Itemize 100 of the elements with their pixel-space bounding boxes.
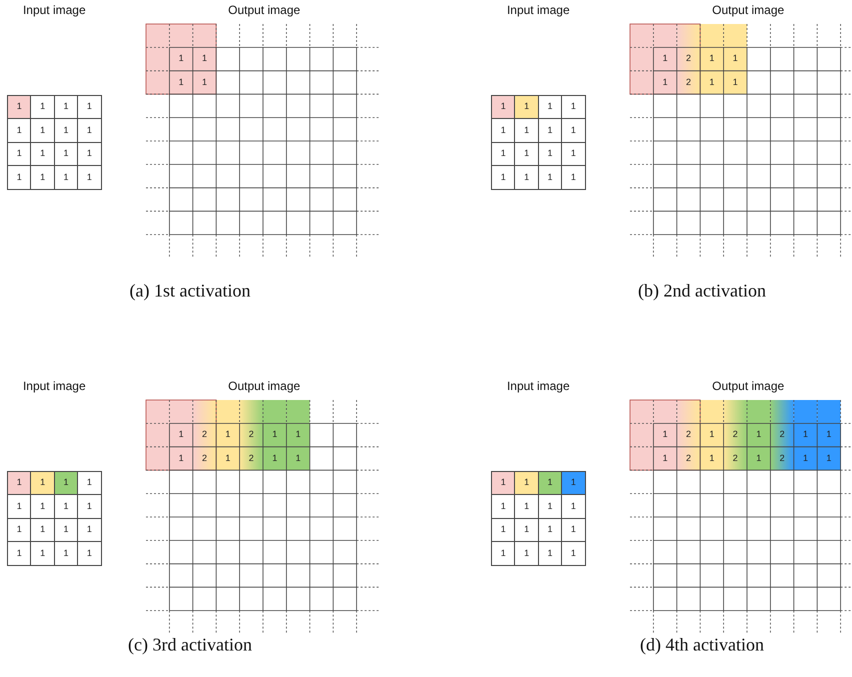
- cell-value: 1: [755, 428, 762, 442]
- matrix-cell: 1: [31, 142, 55, 166]
- cell-value: 1: [708, 76, 716, 89]
- matrix-cell: 1: [78, 518, 102, 542]
- matrix-cell: 1: [515, 472, 539, 496]
- matrix-cell: 1: [538, 166, 562, 190]
- cell-value: 1: [178, 452, 185, 465]
- matrix-cell: 1: [538, 119, 562, 143]
- cell-value: 1: [294, 428, 302, 442]
- matrix-cell: 1: [31, 119, 55, 143]
- grid-title: Input image: [506, 378, 570, 394]
- cell-value: 1: [802, 428, 809, 442]
- matrix-cell: 1: [515, 542, 539, 566]
- matrix-cell: 1: [562, 495, 586, 519]
- matrix-cell: 1: [8, 472, 32, 496]
- cell-value: 2: [684, 76, 692, 89]
- matrix-cell: 1: [31, 472, 55, 496]
- matrix-cell: 1: [538, 542, 562, 566]
- matrix-cell: 1: [54, 166, 78, 190]
- cell-value: 2: [732, 428, 739, 442]
- matrix-cell: 1: [562, 142, 586, 166]
- matrix-cell: 1: [492, 495, 516, 519]
- subfigure-caption: (a) 1st activation: [130, 280, 250, 302]
- matrix-cell: 1: [492, 119, 516, 143]
- cell-value: 1: [224, 428, 232, 442]
- matrix-cell: 1: [492, 542, 516, 566]
- matrix-cell: 1: [54, 119, 78, 143]
- subfigure-caption: (d) 4th activation: [640, 634, 764, 656]
- matrix-cell: 1: [54, 542, 78, 566]
- matrix-cell: 1: [538, 472, 562, 496]
- cell-value: 2: [248, 452, 255, 465]
- matrix-cell: 1: [31, 96, 55, 120]
- matrix-cell: 1: [78, 166, 102, 190]
- matrix-cell: 1: [492, 472, 516, 496]
- cell-value: 2: [684, 452, 692, 465]
- matrix-cell: 1: [515, 166, 539, 190]
- matrix-cell: 1: [31, 495, 55, 519]
- grid-title: Input image: [22, 2, 86, 18]
- matrix-cell: 1: [54, 96, 78, 120]
- cell-value: 1: [708, 52, 716, 66]
- matrix-cell: 1: [538, 142, 562, 166]
- cell-value: 1: [200, 76, 208, 89]
- cell-value: 1: [755, 452, 762, 465]
- grid-title: Input image: [506, 2, 570, 18]
- cell-value: 2: [200, 452, 208, 465]
- matrix-cell: 1: [8, 142, 32, 166]
- matrix-cell: 1: [515, 518, 539, 542]
- matrix-cell: 1: [78, 119, 102, 143]
- matrix-cell: 1: [78, 472, 102, 496]
- matrix-cell: 1: [54, 472, 78, 496]
- cell-value: 1: [662, 428, 669, 442]
- cell-value: 1: [825, 452, 832, 465]
- matrix-cell: 1: [562, 542, 586, 566]
- matrix-cell: 1: [515, 96, 539, 120]
- cell-value: 1: [732, 52, 739, 66]
- matrix-cell: 1: [562, 119, 586, 143]
- matrix-cell: 1: [562, 472, 586, 496]
- matrix-cell: 1: [562, 166, 586, 190]
- cell-value: 1: [200, 52, 208, 66]
- cell-value: 2: [684, 52, 692, 66]
- grid-title: Output image: [228, 378, 300, 394]
- grid-title: Output image: [228, 2, 300, 18]
- matrix-cell: 1: [54, 142, 78, 166]
- matrix-cell: 1: [492, 518, 516, 542]
- cell-value: 1: [178, 52, 185, 66]
- matrix-cell: 1: [31, 542, 55, 566]
- subfigure-caption: (c) 3rd activation: [128, 634, 252, 656]
- cell-value: 1: [662, 452, 669, 465]
- matrix-cell: 1: [8, 166, 32, 190]
- cell-value: 1: [825, 428, 832, 442]
- matrix-cell: 1: [492, 96, 516, 120]
- cell-value: 1: [708, 428, 716, 442]
- cell-value: 1: [271, 452, 278, 465]
- matrix-cell: 1: [8, 495, 32, 519]
- matrix-cell: 1: [562, 518, 586, 542]
- cell-value: 1: [662, 52, 669, 66]
- cell-value: 1: [732, 76, 739, 89]
- matrix-cell: 1: [492, 166, 516, 190]
- cell-value: 2: [778, 428, 786, 442]
- cell-value: 1: [178, 76, 185, 89]
- matrix-cell: 1: [8, 96, 32, 120]
- cell-value: 1: [271, 428, 278, 442]
- matrix-cell: 1: [54, 495, 78, 519]
- matrix-cell: 1: [31, 166, 55, 190]
- matrix-cell: 1: [78, 96, 102, 120]
- matrix-cell: 1: [31, 518, 55, 542]
- matrix-cell: 1: [492, 142, 516, 166]
- matrix-cell: 1: [78, 542, 102, 566]
- grid-title: Input image: [22, 378, 86, 394]
- matrix-cell: 1: [78, 142, 102, 166]
- cell-value: 1: [294, 452, 302, 465]
- cell-value: 1: [662, 76, 669, 89]
- grid-title: Output image: [712, 378, 784, 394]
- matrix-cell: 1: [515, 119, 539, 143]
- cell-value: 1: [802, 452, 809, 465]
- matrix-cell: 1: [8, 518, 32, 542]
- cell-value: 2: [248, 428, 255, 442]
- cell-value: 2: [684, 428, 692, 442]
- cell-value: 1: [178, 428, 185, 442]
- matrix-cell: 1: [8, 119, 32, 143]
